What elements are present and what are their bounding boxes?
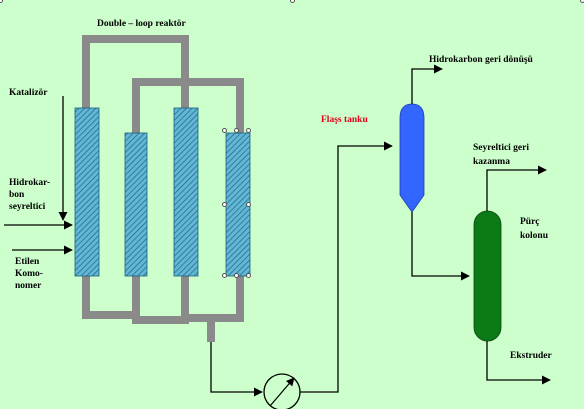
selection-handle-icon[interactable] <box>290 0 295 3</box>
reactor-to-heat-exchanger-line <box>210 342 263 397</box>
selection-handle-icon[interactable] <box>222 128 227 133</box>
reactor-loop-2 <box>82 275 134 319</box>
reactor-label: Double – loop reaktör <box>97 19 186 29</box>
cooling-jacket-1 <box>74 107 100 277</box>
hydrocarbon-recycle-line <box>411 64 443 104</box>
cooling-jacket-3 <box>173 107 199 277</box>
diluent-recovery-line-2: kazanma <box>473 157 510 167</box>
flash-tank <box>399 103 425 213</box>
selection-handle-icon[interactable] <box>222 202 227 207</box>
selection-handle-icon[interactable] <box>0 0 3 3</box>
diluent-recovery-label: Seyreltici geri kazanma <box>473 142 529 168</box>
purge-column <box>473 210 502 342</box>
hydrocarbon-diluent-line-3: seyreltici <box>9 202 46 212</box>
ethylene-comonomer-line-1: Etilen <box>15 257 40 267</box>
flash-tank-label: Flaşs tanku <box>321 115 368 125</box>
ethylene-comonomer-label: Etilen Komo- nomer <box>15 256 43 292</box>
ethylene-comonomer-line-2: Komo- <box>15 269 43 279</box>
selection-handle-icon[interactable] <box>234 273 239 278</box>
hydrocarbon-diluent-label: Hidrokar- bon seyreltici <box>9 177 50 213</box>
heat-exchanger-to-flash-line <box>300 141 393 393</box>
diluent-recovery-line-1: Seyreltici geri <box>473 143 530 153</box>
flash-to-purge-line <box>411 212 470 281</box>
heat-exchanger-icon <box>263 373 301 409</box>
selection-handle-icon[interactable] <box>246 202 251 207</box>
hydrocarbon-recycle-label: Hidrokarbon geri dönüşü <box>429 55 533 65</box>
hydrocarbon-diluent-line-1: Hidrokar- <box>9 178 51 188</box>
purge-column-line-2: kolonu <box>520 231 548 241</box>
ethylene-comonomer-line-3: nomer <box>15 281 42 291</box>
selection-handle-icon[interactable] <box>222 273 227 278</box>
selection-handle-icon[interactable] <box>246 128 251 133</box>
hydrocarbon-diluent-line-2: bon <box>9 190 25 200</box>
diluent-recovery-line <box>486 165 547 211</box>
reactor-loop-1 <box>82 35 244 324</box>
selection-handle-icon[interactable] <box>580 0 584 3</box>
cooling-jacket-2 <box>124 132 148 277</box>
extruder-line <box>486 341 551 385</box>
catalyst-label: Katalizör <box>9 88 48 98</box>
purge-column-line-1: Pürç <box>520 217 540 227</box>
purge-column-label: Pürç kolonu <box>520 216 548 242</box>
selection-handle-icon[interactable] <box>234 128 239 133</box>
extruder-label: Ekstruder <box>510 351 552 361</box>
selection-handle-icon[interactable] <box>246 273 251 278</box>
